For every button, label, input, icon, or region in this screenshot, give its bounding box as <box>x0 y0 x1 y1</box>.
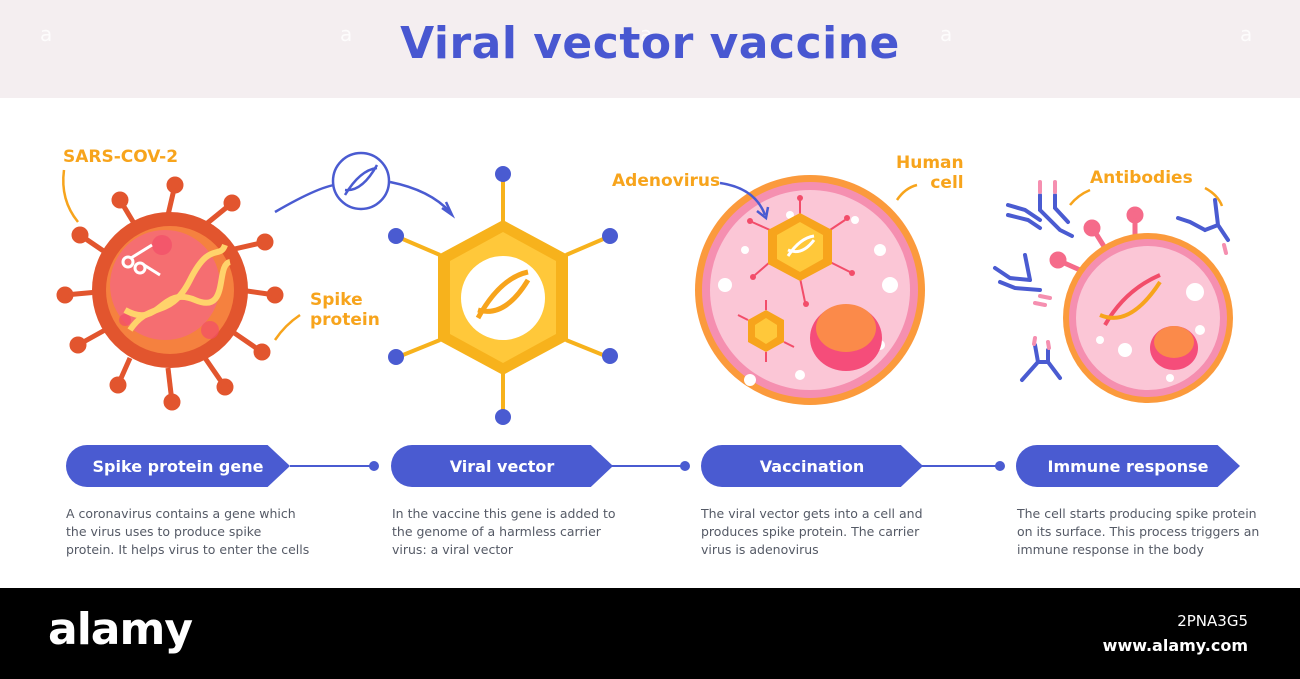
watermark-mark: a <box>40 22 53 46</box>
coronavirus-icon <box>56 176 284 411</box>
sars-pointer <box>62 169 79 223</box>
page-title: Viral vector vaccine <box>400 18 900 69</box>
spike-pointer <box>273 313 301 341</box>
step-viral-vector: Viral vector <box>391 445 613 487</box>
watermark-mark: a <box>1240 22 1253 46</box>
spike-protein-label: Spike protein <box>310 290 380 330</box>
human-cell-label: Human cell <box>896 153 964 193</box>
step-description: The viral vector gets into a cell and pr… <box>701 506 923 557</box>
watermark-mark: a <box>340 22 353 46</box>
step-description: A coronavirus contains a gene which the … <box>66 506 310 557</box>
step-spike-protein-gene: Spike protein gene <box>66 445 290 487</box>
dna-icon <box>331 151 391 211</box>
site-url: www.alamy.com <box>1102 636 1248 655</box>
human-cell-pointer <box>895 183 918 201</box>
footer-bar: alamy 2PNA3G5 www.alamy.com <box>0 588 1300 679</box>
antibodies-label: Antibodies <box>1090 168 1193 188</box>
arrow-head-icon <box>756 206 770 221</box>
human-cell-icon <box>695 175 925 405</box>
illustrations <box>56 151 1233 471</box>
step-description: In the vaccine this gene is added to the… <box>392 506 616 557</box>
viral-vector-icon <box>388 166 618 425</box>
brand-logo: alamy <box>48 604 193 655</box>
step-vaccination: Vaccination <box>701 445 923 487</box>
adenovirus-pointer <box>719 181 767 216</box>
header-band: a a a a a Viral vector vaccine <box>0 0 1300 98</box>
image-code: 2PNA3G5 <box>1177 612 1248 630</box>
antibody-icons <box>993 180 1230 382</box>
watermark-mark: a <box>640 22 653 46</box>
adenovirus-icon <box>747 195 855 307</box>
adenovirus-label: Adenovirus <box>612 171 721 191</box>
arrow-head-icon <box>441 201 456 219</box>
immune-cell-icon <box>1049 206 1233 403</box>
watermark-mark: a <box>940 22 953 46</box>
step-immune-response: Immune response <box>1016 445 1240 487</box>
step-connectors <box>290 461 1005 471</box>
step-description: The cell starts producing spike protein … <box>1017 506 1260 557</box>
transfer-arrow <box>389 180 451 213</box>
antibodies-pointer <box>1069 188 1091 206</box>
antibodies-pointer <box>1204 186 1224 207</box>
sars-cov-2-label: SARS-COV-2 <box>63 147 179 167</box>
small-adenovirus-icon <box>737 300 795 362</box>
